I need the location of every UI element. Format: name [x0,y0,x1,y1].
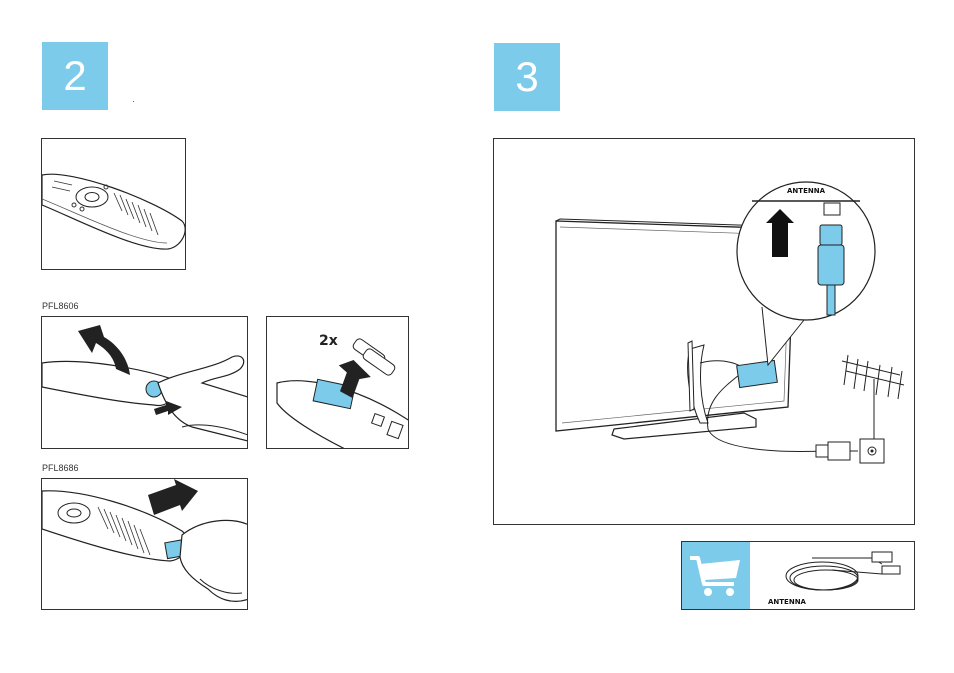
step-2-number: 2 [63,52,86,100]
remote-illustration [42,139,186,270]
shopping-cart-icon [682,542,750,609]
pull-tab-illustration [42,479,248,610]
step-2-badge: 2 [42,42,108,110]
remote-overview-panel [41,138,186,270]
pull-arrow-icon [148,479,198,515]
antenna-cable-illustration [772,546,912,598]
open-cover-illustration [42,317,248,449]
cable-plug-icon [816,442,858,460]
model-label-pfl8606: PFL8606 [42,301,79,311]
step-3-badge: 3 [494,43,560,111]
wall-socket-icon [860,439,884,463]
step-3-number: 3 [515,53,538,101]
accessory-label: ANTENNA [768,598,806,606]
shop-icon-box [682,542,750,609]
open-cover-panel [41,316,248,449]
connector-label: ANTENNA [787,187,826,195]
antenna-connection-panel: ANTENNA [493,138,915,525]
rooftop-antenna-icon [842,355,904,439]
insert-batteries-illustration: 2x [267,317,409,449]
tv-antenna-illustration: ANTENNA [494,139,915,525]
stray-dot [133,101,134,102]
batteries-count: 2x [319,333,338,349]
model-label-pfl8686: PFL8686 [42,463,79,473]
insert-batteries-panel: 2x [266,316,409,449]
accessory-panel: ANTENNA [681,541,915,610]
pull-tab-panel [41,478,248,610]
